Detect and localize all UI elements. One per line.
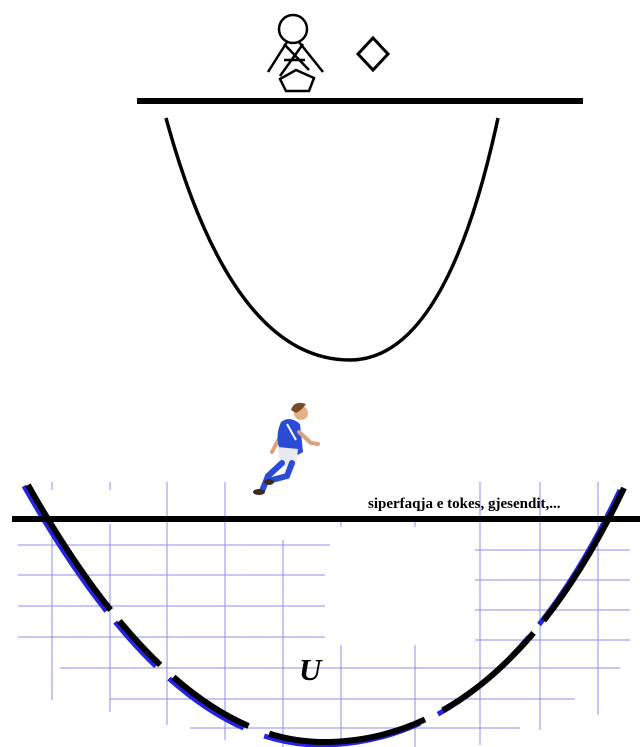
bottom-panel: siperfaqja e tokes, gjesendit,... U (12, 402, 640, 747)
curve-symbol: U (299, 652, 323, 687)
grid-gap (330, 527, 468, 645)
surface-label: siperfaqja e tokes, gjesendit,... (368, 496, 561, 512)
diamond-icon (355, 35, 391, 73)
top-parabola (164, 117, 500, 362)
bottom-parabola-shadow (21, 484, 623, 747)
top-panel (137, 13, 583, 362)
stick-figure-icon (266, 13, 324, 93)
bottom-parabola (25, 483, 627, 746)
running-person-icon (253, 402, 320, 495)
